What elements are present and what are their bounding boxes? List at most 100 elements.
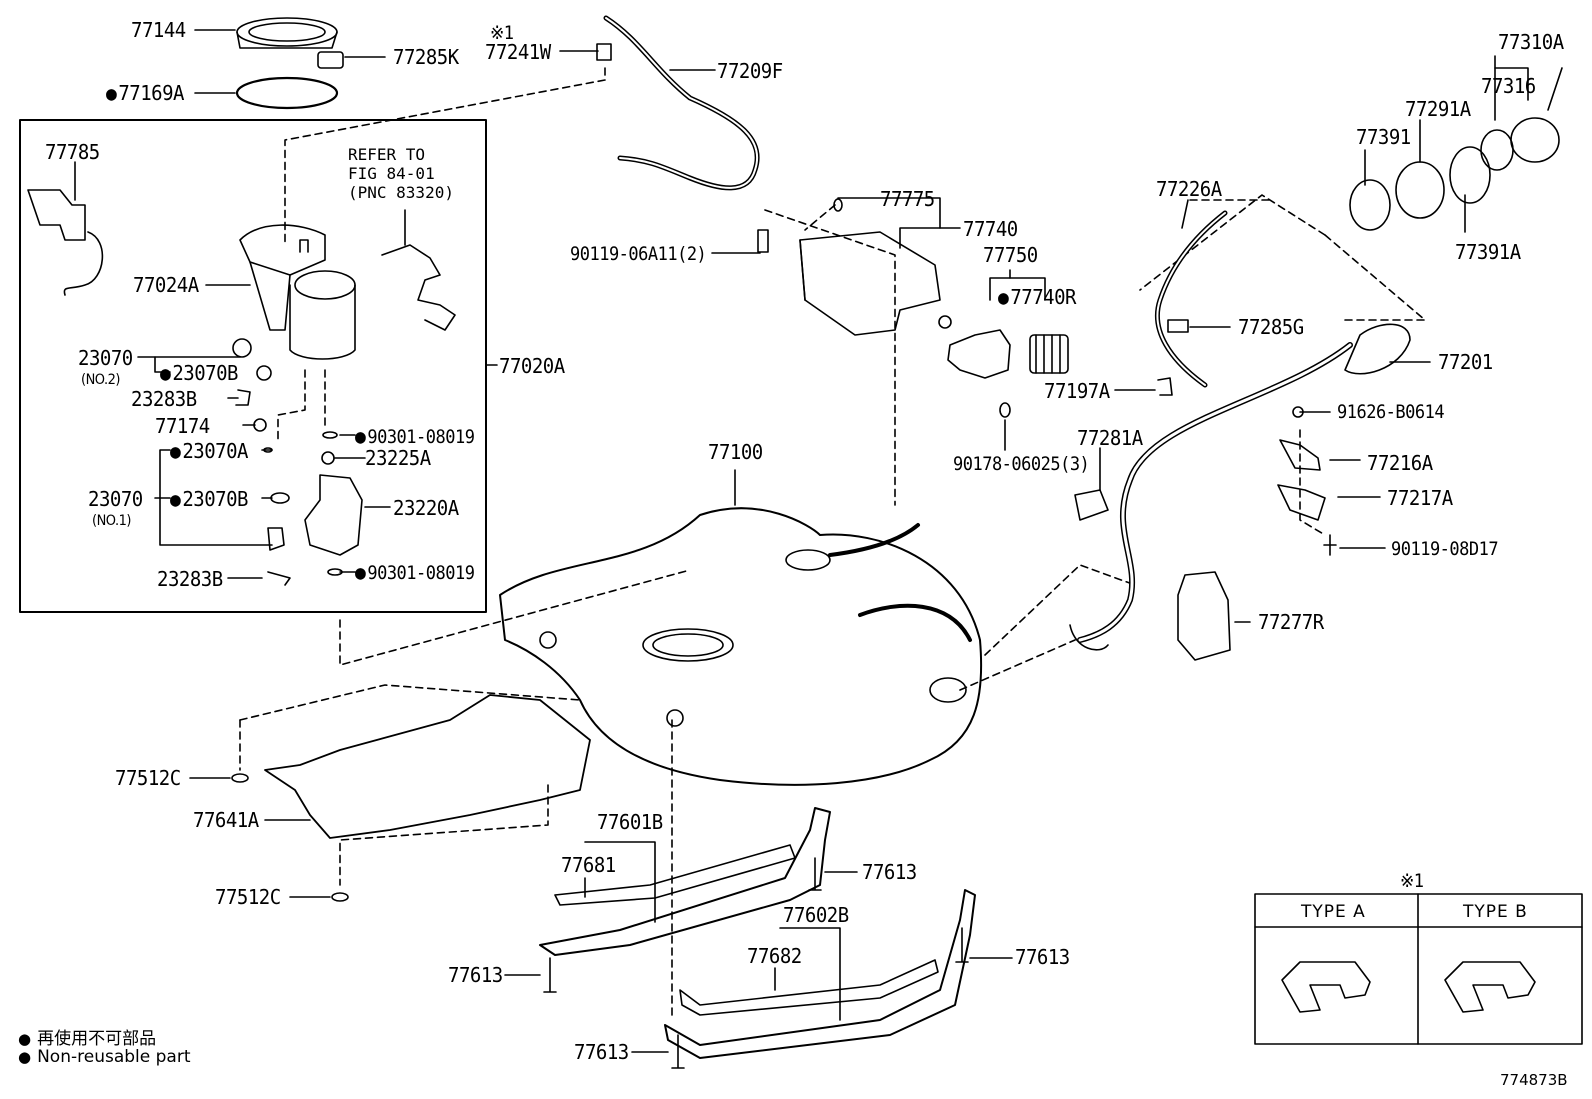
label-23225A: 23225A	[365, 446, 431, 471]
bolt-77613-1	[808, 857, 822, 891]
label-77201: 77201	[1438, 350, 1493, 375]
label-77024A: 77024A	[133, 273, 199, 298]
label-77512C-2: 77512C	[215, 885, 281, 910]
label-77285G: 77285G	[1238, 315, 1304, 340]
refer-note-line-3: (PNC 83320)	[348, 183, 454, 202]
part-23225A	[321, 451, 335, 465]
gasket-90301-1	[322, 431, 338, 439]
legend-japanese: ●再使用不可部品	[18, 1024, 156, 1049]
tank-inlet	[929, 677, 967, 703]
label-91626-B0614: 91626-B0614	[1337, 401, 1445, 424]
refer-note-line-1: REFER TO	[348, 145, 426, 164]
label-77512C-1: 77512C	[115, 766, 181, 791]
breather-tube-77226A	[1154, 210, 1228, 388]
label-77602B: 77602B	[783, 903, 849, 928]
bracket-77281A	[1074, 489, 1109, 521]
bolt-77613-4	[671, 1034, 685, 1069]
bolt-90119-08D17	[1323, 534, 1337, 556]
label-77613-2: 77613	[448, 963, 503, 988]
type-a-heading: TYPE A	[1301, 902, 1366, 922]
type-b-heading: TYPE B	[1463, 902, 1528, 922]
label-77285K: 77285K	[393, 45, 459, 70]
pump-opening-inner	[652, 633, 724, 657]
legend-ja-text: 再使用不可部品	[37, 1029, 157, 1049]
label-77740: 77740	[963, 217, 1018, 242]
bolt-77613-2	[543, 957, 557, 993]
clip-77512C-2	[331, 892, 349, 902]
label-23070-no1: 23070	[88, 487, 143, 512]
jet-pump-23070-no1	[267, 527, 285, 551]
breather-tube-77226A-inner	[1156, 212, 1226, 386]
protector-77277R	[1177, 571, 1231, 661]
clip-77285G	[1167, 319, 1189, 333]
label-77641A: 77641A	[193, 808, 259, 833]
callout-mark-2: ※1	[1400, 870, 1424, 893]
label-77241W: 77241W	[485, 40, 551, 65]
label-77601B: 77601B	[597, 810, 663, 835]
filler-cap-77310A	[1510, 117, 1560, 163]
label-90178-06025: 90178-06025(3)	[953, 453, 1090, 476]
strap-77602B	[664, 889, 976, 1059]
label-23070B-2: 23070B	[170, 489, 248, 511]
label-no2: (NO.2)	[81, 371, 120, 389]
label-90119-08D17: 90119-08D17	[1391, 538, 1499, 561]
label-77740R: 77740R	[998, 287, 1076, 309]
clip-77285K	[317, 51, 344, 69]
gasket-90301-2	[327, 568, 343, 576]
sender-gauge-77785	[27, 189, 104, 296]
o-ring-23070A	[263, 447, 273, 453]
label-77277R: 77277R	[1258, 610, 1324, 635]
gasket-77169A	[235, 76, 339, 110]
label-90119-06A11: 90119-06A11(2)	[570, 243, 707, 266]
label-23283B-1: 23283B	[131, 387, 197, 412]
label-77613-4: 77613	[574, 1040, 629, 1065]
label-77226A: 77226A	[1156, 177, 1222, 202]
ring-77391	[1349, 179, 1391, 231]
leader-lines	[74, 29, 1529, 1053]
filter-77740R	[1029, 334, 1069, 374]
label-77020A: 77020A	[499, 354, 565, 379]
callout-mark-1: ※1	[490, 22, 514, 45]
tank-hose	[828, 523, 920, 557]
clip-77512C-1	[231, 773, 249, 783]
clip-77241W	[596, 43, 612, 61]
bolt-91626	[1292, 406, 1304, 418]
diagram-id: 774873B	[1500, 1071, 1568, 1089]
label-23220A: 23220A	[393, 496, 459, 521]
label-77750: 77750	[983, 243, 1038, 268]
label-77316: 77316	[1481, 74, 1536, 99]
pump-opening	[642, 628, 734, 662]
vent-tube-77209F	[603, 15, 760, 191]
fuel-level-float	[381, 209, 456, 331]
tank-boss-2	[666, 709, 684, 727]
clamp-77197A	[1157, 377, 1173, 396]
clip-type-a-drawing	[1281, 961, 1371, 1013]
clip-type-b-drawing	[1444, 961, 1536, 1013]
charcoal-canister-77740	[757, 198, 941, 336]
tank-port	[785, 549, 831, 571]
label-77291A: 77291A	[1405, 97, 1471, 122]
label-77100: 77100	[708, 440, 763, 465]
label-23070A: 23070A	[170, 441, 248, 463]
dashed-assembly-lines	[239, 67, 1426, 1021]
housing-77291A	[1395, 161, 1445, 219]
label-77169A: 77169A	[106, 83, 184, 105]
legend-english: ●Non-reusable part	[18, 1047, 190, 1067]
label-77310A: 77310A	[1498, 30, 1564, 55]
filler-pipe-77201	[1069, 323, 1411, 651]
label-90301-08019-1: 90301-08019	[355, 428, 475, 447]
label-23070-no2: 23070	[78, 346, 133, 371]
label-no1: (NO.1)	[92, 512, 131, 530]
strap-77601B	[539, 807, 831, 956]
label-77681: 77681	[561, 853, 616, 878]
part-77174	[253, 418, 267, 432]
retainer-23283B-2	[267, 571, 291, 586]
bracket-77216A	[1279, 439, 1321, 471]
legend-bullet-2: ●	[18, 1048, 32, 1066]
cushion-77681	[554, 844, 796, 906]
filter-23220A	[304, 474, 363, 556]
retainer-23283B	[235, 389, 251, 406]
cap-tether	[1547, 67, 1563, 111]
